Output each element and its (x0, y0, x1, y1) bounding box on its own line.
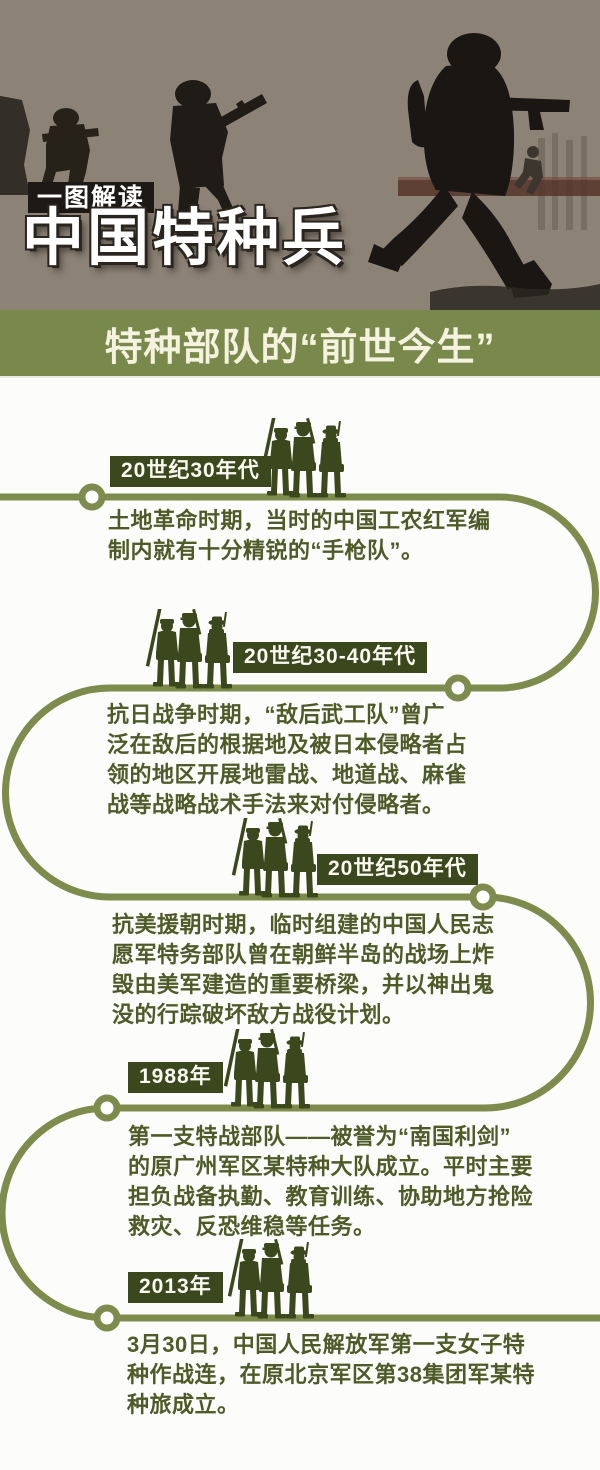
era-description: 抗美援朝时期，临时组建的中国人民志 愿军特务部队曾在朝鲜半岛的战场上炸 毁由美军… (112, 912, 495, 1027)
section-banner: 特种部队的“前世今生” (0, 310, 600, 376)
soldier-trio-icon (222, 1239, 314, 1319)
hero-tag: 一图解读 (28, 182, 155, 213)
soldier-trio-icon (226, 818, 318, 898)
era-description: 抗日战争时期，“敌后武工队”曾广 泛在敌后的根据地及被日本侵略者占 领的地区开展… (107, 702, 468, 817)
era-label-1930s: 20世纪30年代 (110, 456, 271, 487)
banner-title: 特种部队的“前世今生” (104, 326, 496, 369)
era-label-1950s: 20世纪50年代 (317, 854, 478, 885)
hero-photo-figures (0, 33, 600, 310)
era-description: 土地革命时期，当时的中国工农红军编 制内就有十分精锐的“手枪队”。 (108, 508, 491, 563)
soldier-trio-icon (254, 418, 346, 498)
left-soldier-icon (38, 108, 99, 200)
soldier-trio-icon (140, 609, 232, 689)
hero-photo: 一图解读 中国特种兵 (0, 0, 600, 310)
center-soldier-icon (170, 80, 267, 246)
era-label-1930s-40s: 20世纪30-40年代 (233, 642, 428, 673)
right-soldier-icon (368, 33, 570, 298)
bush-icon (430, 284, 600, 310)
era-label-1988: 1988年 (128, 1062, 223, 1093)
soldier-trio-icon (218, 1029, 310, 1109)
era-label-2013: 2013年 (128, 1272, 223, 1303)
edge-figure-icon (0, 95, 30, 195)
era-description: 3月30日，中国人民解放军第一支女子特 种作战连，在原北京军区第38集团军某特 … (127, 1332, 535, 1417)
era-description: 第一支特战部队——被誉为“南国利剑” 的原广州军区某特种大队成立。平时主要 担负… (128, 1124, 534, 1239)
background-runner-icon (514, 146, 543, 195)
page-title: 中国特种兵 (22, 204, 348, 273)
